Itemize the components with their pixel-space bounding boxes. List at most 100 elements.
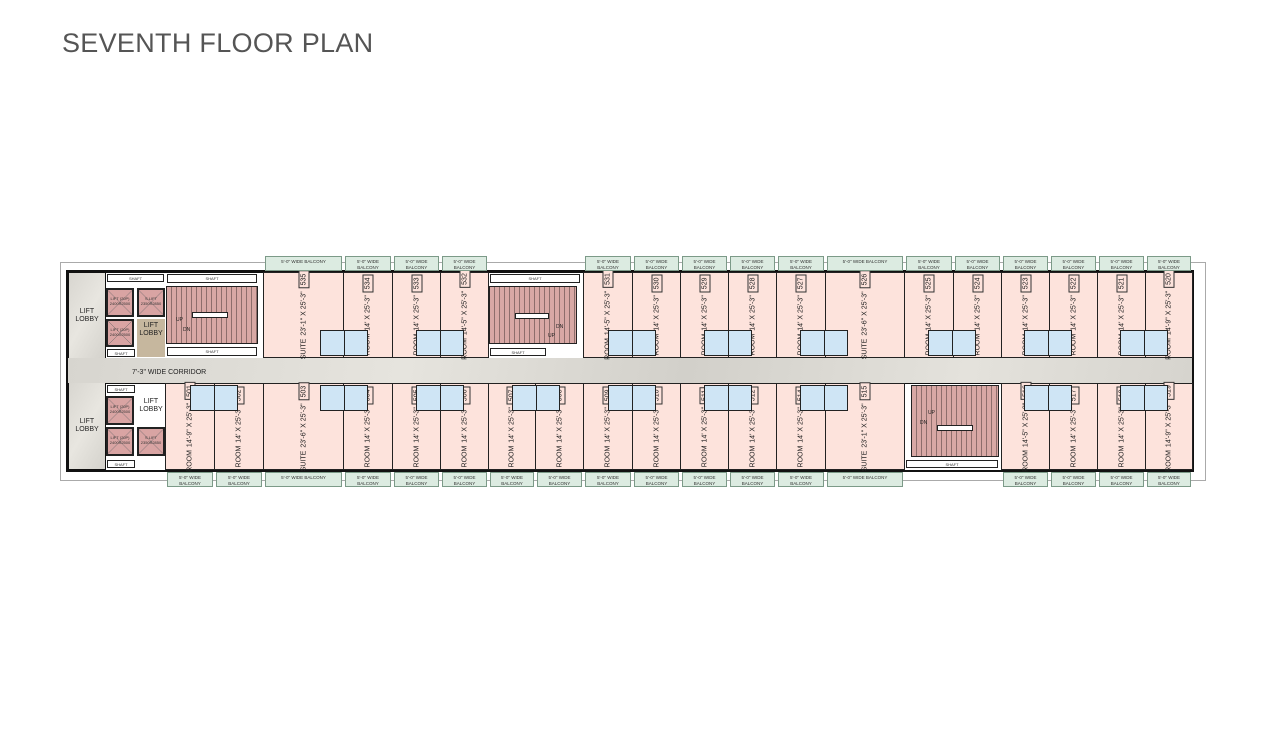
balcony: 5'-0" WIDE BALCONY [1147,256,1191,271]
room-dimensions: 14' X 25'-3" [604,406,612,443]
room-type: ROOM [413,445,420,467]
room-type: ROOM [364,445,372,467]
lift-lobby-label: LIFT LOBBY [75,418,99,433]
stair-landing [937,425,973,431]
balcony: 5'-0" WIDE BALCONY [265,472,342,487]
balcony: 5'-0" WIDE BALCONY [827,256,903,271]
staircase [911,385,999,457]
room-label: SUITE 23'-1" X 25'-3" 535 [298,270,309,360]
shaft: SHAFT [906,460,998,468]
balcony: 5'-0" WIDE BALCONY [345,472,391,487]
room-number: 523 [1020,274,1031,293]
balcony: 5'-0" WIDE BALCONY [682,472,727,487]
room-dimensions: 14' X 25'-3" [797,295,805,331]
balcony: 5'-0" WIDE BALCONY [1099,472,1144,487]
corridor-label: 7'-3" WIDE CORRIDOR [132,369,207,376]
room-dimensions: 14'-5" X 25'-3" [461,290,468,336]
bathroom-pair [928,330,976,356]
lift-car: LIFT (20P) 2400X2500 [106,319,134,347]
room-dimensions: 14' X 25'-3" [364,406,372,443]
room-type: ROOM [1118,445,1125,467]
room-dimensions: 14' X 25'-3" [1070,295,1077,331]
lift-lobby-label: LIFT LOBBY [139,322,163,337]
bathroom-pair [1024,330,1072,356]
balcony: 5'-0" WIDE BALCONY [906,256,952,271]
room-type: SUITE [861,450,869,471]
room-type: ROOM [701,444,708,467]
balcony: 5'-0" WIDE BALCONY [167,472,213,487]
balcony: 5'-0" WIDE BALCONY [537,472,582,487]
stair-landing [515,313,549,319]
shaft: SHAFT [107,274,164,282]
corridor [68,358,1192,383]
room-type: ROOM [235,445,243,467]
balcony: 5'-0" WIDE BALCONY [778,256,824,271]
room-type: ROOM [1022,449,1029,472]
room-type: ROOM [186,449,194,472]
balcony: 5'-0" WIDE BALCONY [1051,472,1096,487]
shaft: SHAFT [167,347,257,356]
room-label: SUITE23'-6" X 25'-3"503 [298,382,309,471]
room-type: ROOM [749,445,756,467]
bathroom-pair [800,330,848,356]
balcony: 5'-0" WIDE BALCONY [778,472,824,487]
stair-up-label: UP [176,317,183,323]
balcony: 5'-0" WIDE BALCONY [442,472,487,487]
page-title: SEVENTH FLOOR PLAN [62,28,374,58]
room-dimensions: 14' X 25'-3" [925,295,933,331]
room-number: 528 [747,274,758,293]
balcony: 5'-0" WIDE BALCONY [216,472,262,487]
room-number: 535 [298,270,309,289]
room-type: ROOM [1165,449,1173,472]
room-number: 503 [298,382,309,400]
balcony: 5'-0" WIDE BALCONY [585,472,631,487]
lift-car: LIFT (20P) 2400X2500 [106,288,134,317]
room-dimensions: 14' X 25'-3" [653,295,660,331]
shaft: SHAFT [107,460,135,468]
stair-down-label: DN [556,324,564,330]
room-number: 533 [411,274,422,293]
room-number: 531 [602,270,614,288]
bathroom-pair [1024,385,1072,411]
lift-car: LIFT (20P) 2400X2500 [106,427,134,456]
room-dimensions: 23'-1" X 25'-3" [300,291,307,336]
lift-lobby-label: LIFT LOBBY [137,398,165,414]
room-dimensions: 14' X 25'-3" [413,406,420,443]
room-type: SUITE [300,338,307,360]
stair-landing [192,312,228,318]
room-number: 524 [972,274,983,293]
room-number: 526 [859,270,871,289]
balcony: 5'-0" WIDE BALCONY [1003,472,1048,487]
shaft: SHAFT [107,349,135,357]
room-dimensions: 23'-1" X 25'-3" [861,402,869,448]
bathroom-pair [416,385,464,411]
balcony: 5'-0" WIDE BALCONY [634,256,679,271]
room-type: SUITE [861,338,869,360]
balcony: 5'-0" WIDE BALCONY [442,256,487,271]
lift-lobby-top [69,273,105,358]
room-type: ROOM [797,445,805,467]
balcony: 5'-0" WIDE BALCONY [1003,256,1048,271]
room-dimensions: 23'-6" X 25'-3" [300,402,307,448]
room-dimensions: 14' X 25'-3" [749,295,756,331]
room-label: SUITE23'-1" X 25'-3"515 [859,382,871,471]
room-dimensions: 23'-6" X 25'-3" [861,291,869,336]
shaft: SHAFT [490,274,580,283]
lift-lobby-bottom [69,383,105,469]
room-number: 525 [923,274,935,293]
room-number: 522 [1068,274,1079,293]
room-number: 521 [1116,274,1127,293]
balcony: 5'-0" WIDE BALCONY [634,472,679,487]
room-dimensions: 14' X 25'-3" [1118,295,1125,331]
room-dimensions: 14' X 25'-3" [701,295,708,331]
room-dimensions: 14' X 25'-3" [508,406,516,443]
balcony: 5'-0" WIDE BALCONY [490,472,534,487]
lift-lobby-small [137,319,165,357]
room-type: ROOM [1070,445,1077,467]
room-type: ROOM [653,445,660,467]
stair-down-label: DN [183,327,191,333]
bathroom-pair [512,385,560,411]
room-type: ROOM [508,445,516,467]
room-dimensions: 14' X 25'-3" [1022,295,1029,331]
stair-down-label: DN [920,420,928,426]
